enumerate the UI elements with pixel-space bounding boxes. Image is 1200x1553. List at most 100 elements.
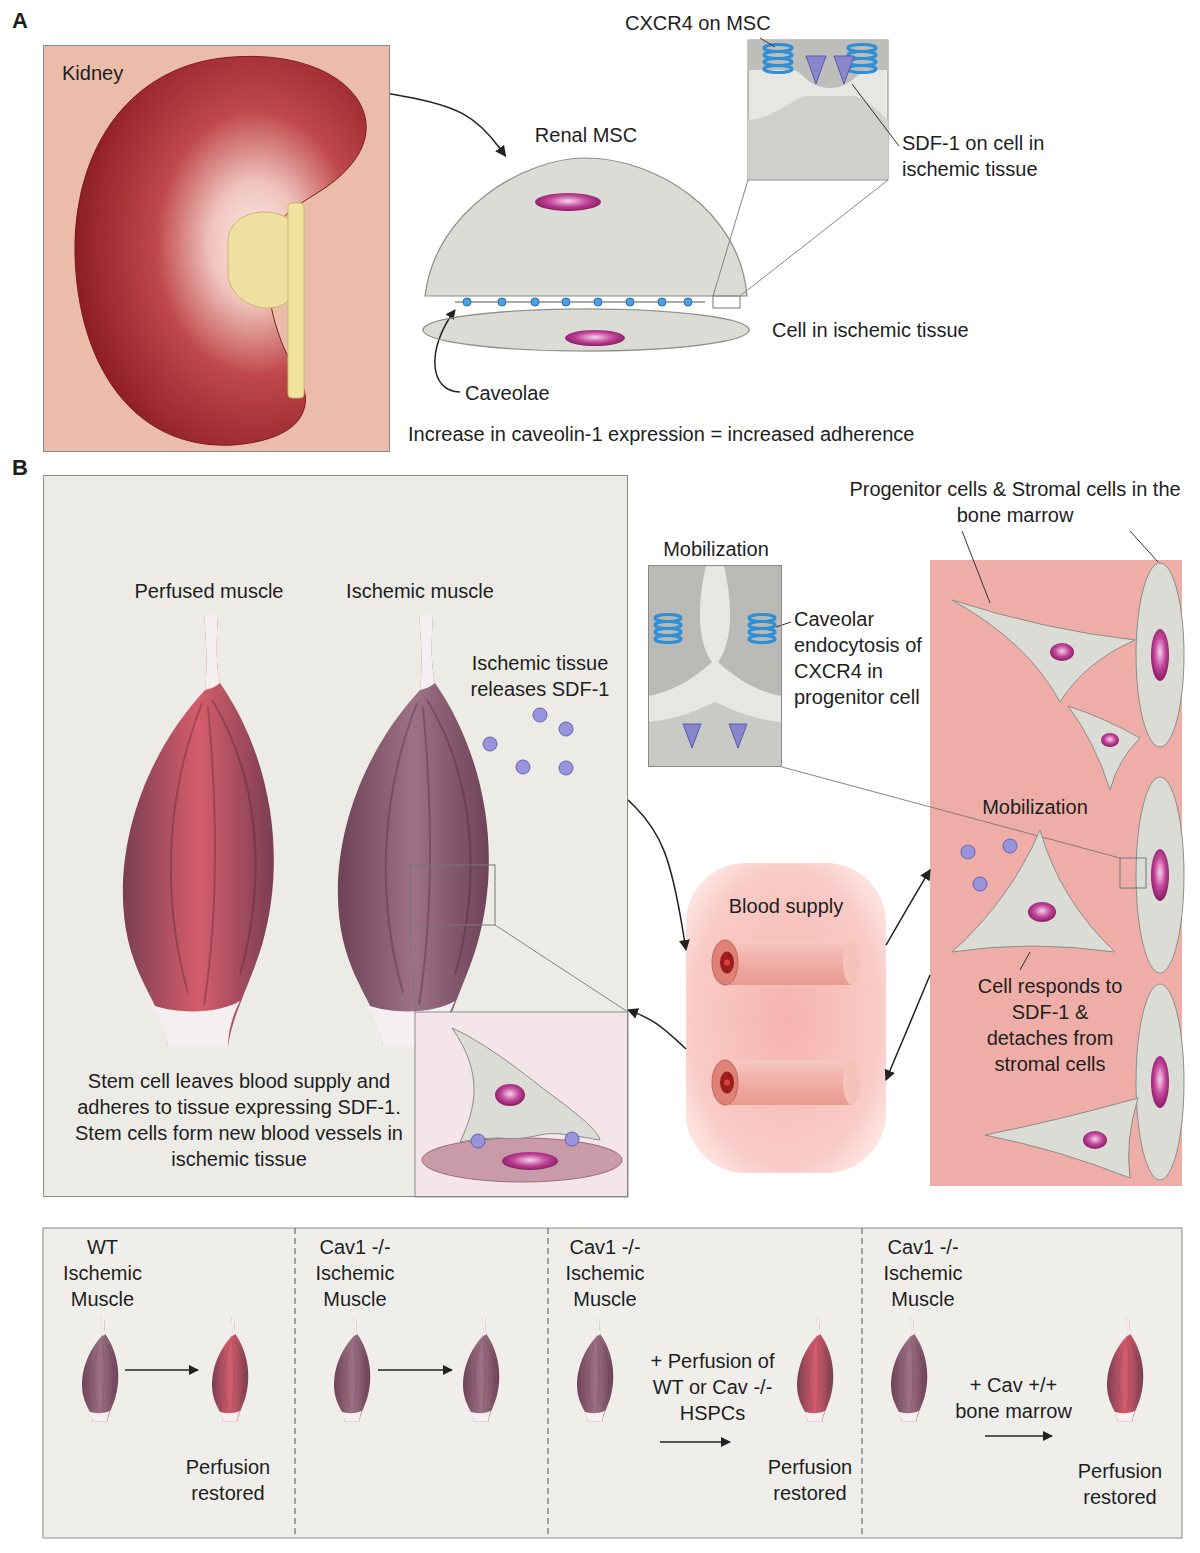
figure-label: Ischemic muscle — [346, 578, 494, 604]
illustration-part — [123, 615, 274, 1047]
callout-label: Ischemic tissue releases SDF-1 — [455, 650, 625, 702]
illustration-part — [533, 708, 547, 722]
illustration-part — [410, 865, 495, 925]
node-label: Progenitor cells & Stromal cells in the … — [848, 476, 1182, 528]
node-label: Mobilization — [663, 536, 769, 562]
label-slot: A — [12, 8, 52, 34]
panel-letter: B — [12, 455, 28, 481]
text-slot: Cav1 -/- Ischemic Muscle — [868, 1234, 978, 1312]
text-slot: Blood supply — [686, 893, 886, 919]
text-slot: Cav1 -/- Ischemic Muscle — [555, 1234, 655, 1312]
bone-marrow-illustration — [782, 531, 1184, 1186]
label-slot: Caveolae — [465, 380, 585, 406]
illustration-part — [891, 1318, 927, 1422]
illustration-part — [740, 180, 888, 296]
illustration-part — [452, 1028, 600, 1142]
illustration-part — [422, 308, 750, 352]
illustration-part — [559, 761, 573, 775]
node-label: Cell in ischemic tissue — [772, 317, 969, 343]
illustration-part — [1136, 777, 1184, 973]
illustration-part — [410, 925, 415, 1012]
text-slot: Mobilization — [629, 536, 803, 562]
illustration-part — [712, 940, 738, 985]
illustration-part — [548, 1228, 549, 1538]
illustration-part — [718, 566, 782, 696]
illustration-part — [961, 845, 975, 859]
node-text: Mobilization — [979, 794, 1091, 820]
illustration-part — [684, 298, 692, 306]
flow-arrow — [628, 800, 686, 950]
text-slot: Cell responds to SDF-1 & detaches from s… — [975, 973, 1125, 1077]
text-slot: Perfusion restored — [173, 1454, 283, 1506]
cell-illustration — [422, 158, 888, 392]
illustration-part — [1151, 849, 1169, 901]
node-label: Cav1 -/- Ischemic Muscle — [555, 1234, 655, 1312]
node-text: Perfusion restored — [173, 1454, 283, 1506]
cell-outline — [423, 309, 749, 351]
results-strip — [43, 1228, 1182, 1538]
illustration-part — [422, 1138, 622, 1182]
illustration-part — [75, 56, 366, 445]
illustration-part — [843, 940, 861, 985]
figure-label: Perfused muscle — [135, 578, 284, 604]
illustration-part — [683, 724, 747, 748]
result-column: Cav1 -/- Ischemic Muscle + Perfusion of W… — [548, 1228, 862, 1538]
illustration-part — [686, 863, 886, 1173]
panel-letter: A — [12, 8, 28, 34]
illustration-part — [378, 1369, 452, 1371]
illustration-part — [1130, 531, 1158, 562]
illustration-part — [535, 193, 601, 211]
node-label: Kidney — [62, 60, 123, 86]
blood-vessels — [686, 863, 886, 1173]
result-column: Cav1 -/- Ischemic Muscle+ Cav +/+ bone m… — [862, 1228, 1182, 1538]
illustration-part — [648, 702, 782, 766]
mobilization-inset: Mobilization — [648, 565, 782, 767]
node-outline — [422, 308, 750, 352]
illustration-part — [502, 1152, 558, 1170]
illustration-part — [1101, 733, 1119, 747]
illustration-part — [495, 925, 628, 1012]
node-label: Blood supply — [729, 893, 844, 919]
illustration-part — [435, 310, 460, 392]
illustration-part — [760, 38, 775, 47]
illustration-part — [1136, 984, 1184, 1180]
text-slot: + Perfusion of WT or Cav -/- HSPCs — [640, 1348, 785, 1426]
illustration-part — [455, 301, 705, 303]
illustration-part — [720, 952, 734, 974]
illustration-part — [125, 1369, 198, 1371]
illustration-part — [425, 158, 747, 296]
illustration-part — [725, 940, 852, 985]
flow-arrow — [628, 1010, 686, 1049]
illustration-part — [495, 1084, 525, 1106]
text-slot: Cav1 -/- Ischemic Muscle — [300, 1234, 410, 1312]
illustration-part — [471, 1134, 485, 1148]
illustration-part — [295, 1228, 296, 1538]
flow-arrow — [390, 94, 506, 156]
illustration-part — [577, 1318, 613, 1422]
label-slot: Increase in caveolin-1 expression = incr… — [408, 421, 1128, 447]
callout-label: CXCR4 on MSC — [625, 10, 771, 36]
illustration-part — [1120, 858, 1146, 888]
node-label: Cav1 -/- Ischemic Muscle — [300, 1234, 410, 1312]
illustration-part — [463, 298, 471, 306]
node-text: + Perfusion of WT or Cav -/- HSPCs — [640, 1348, 785, 1426]
text-slot: Cell in ischemic tissue — [772, 317, 1032, 343]
callout-label: SDF-1 on cell in ischemic tissue — [902, 130, 1077, 182]
illustration-part — [565, 330, 625, 346]
illustration-part — [43, 1228, 1182, 1538]
cxcr4-inset — [748, 38, 899, 180]
label-slot: B — [12, 455, 52, 481]
illustration-part — [1003, 839, 1017, 853]
illustration-part — [334, 1318, 370, 1422]
illustration-part — [1068, 706, 1140, 790]
illustration-part — [483, 737, 497, 751]
illustration-part — [952, 563, 1184, 1180]
illustration-part — [724, 1080, 730, 1086]
illustration-part — [713, 180, 748, 296]
text-slot: Perfusion restored — [1070, 1458, 1170, 1510]
illustration-part — [724, 960, 730, 966]
illustration-part — [655, 636, 681, 643]
illustration-part — [559, 722, 573, 736]
